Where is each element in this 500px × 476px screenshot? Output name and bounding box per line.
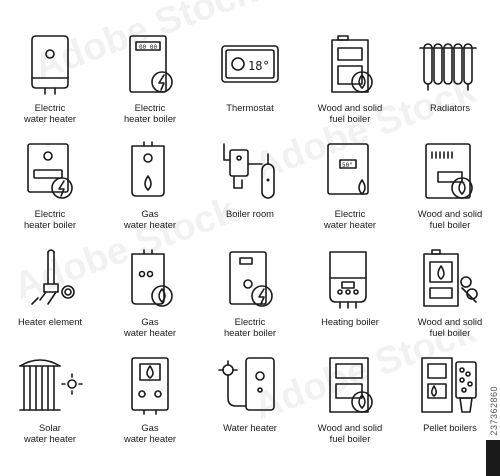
stock-id-text: 237362860 [489, 386, 499, 436]
icon-label: Wood and solid [417, 316, 483, 327]
icon-label: Gas [141, 316, 159, 327]
icon-label: Gas [141, 208, 159, 219]
water-heater-icon [218, 357, 275, 411]
heater-element-icon [31, 249, 75, 305]
icon-label: Boiler room [226, 208, 274, 219]
icon-label: Pellet boilers [423, 422, 477, 433]
solar-water-heater-icon [19, 359, 83, 411]
icon-label: Heater element [17, 316, 83, 327]
gas-water-heater-icon [131, 357, 169, 415]
icon-tile-radiators: Radiators [400, 30, 500, 144]
display-text: 18° [248, 59, 270, 73]
icon-label: Wood and solid [317, 102, 383, 113]
icon-label: heater boiler [123, 113, 177, 124]
stock-id-strip: 237362860 [486, 0, 500, 476]
electric-heater-boiler-icon [27, 143, 73, 199]
icon-label: Solar [39, 422, 61, 433]
icon-label: heater boiler [23, 219, 77, 230]
icon-label: Water heater [223, 422, 277, 433]
radiator-icon [419, 43, 477, 91]
icon-label: water heater [23, 433, 77, 444]
display-text: 50° [342, 162, 353, 169]
heating-boiler-icon [329, 251, 367, 309]
icon-label: water heater [323, 219, 377, 230]
electric-heater-boiler-icon [229, 251, 273, 307]
pellet-boiler-icon [421, 357, 477, 413]
icon-tile-pellet-boilers: Pellet boilers [400, 350, 500, 464]
icon-label: Electric [34, 208, 66, 219]
icon-label: Wood and solid [417, 208, 483, 219]
icon-label: Electric [334, 208, 366, 219]
display-text: 00 00 [139, 44, 157, 51]
electric-heater-boiler-icon: 00 00 [129, 35, 173, 93]
icon-label: Electric [34, 102, 66, 113]
wood-solid-fuel-boiler-icon [331, 35, 373, 93]
icon-label: fuel boiler [329, 113, 371, 124]
wood-solid-fuel-boiler-icon [425, 143, 473, 199]
icon-label: fuel boiler [429, 327, 471, 338]
icon-label: water heater [123, 433, 177, 444]
stock-logo [486, 440, 500, 476]
icon-label: water heater [23, 113, 77, 124]
icon-tile-thermostat: 18° Thermostat [200, 30, 300, 144]
icon-label: water heater [123, 219, 177, 230]
icon-label: Heating boiler [321, 316, 379, 327]
icon-label: Wood and solid [317, 422, 383, 433]
gas-water-heater-icon [131, 249, 173, 307]
icon-tile-heater-element: Heater element [0, 244, 100, 358]
electric-water-heater-icon [31, 35, 69, 95]
thermostat-icon: 18° [221, 45, 279, 83]
icon-label: fuel boiler [329, 433, 371, 444]
wood-solid-fuel-boiler-icon [329, 357, 373, 413]
icon-label: heater boiler [223, 327, 277, 338]
boiler-room-icon [223, 143, 275, 199]
icon-label: Electric [234, 316, 266, 327]
icon-label: Gas [141, 422, 159, 433]
icon-label: fuel boiler [429, 219, 471, 230]
icon-tile-water-heater: Water heater [200, 350, 300, 464]
wood-solid-fuel-boiler-icon [423, 249, 478, 307]
electric-water-heater-icon: 50° [327, 143, 369, 195]
gas-water-heater-icon [131, 141, 165, 197]
icon-label: water heater [123, 327, 177, 338]
icon-label: Thermostat [226, 102, 274, 113]
icon-tile-heating-boiler: Heating boiler [300, 244, 400, 358]
icon-tile-boiler-room: Boiler room [200, 136, 300, 250]
icon-label: Radiators [429, 102, 471, 113]
icon-label: Electric [134, 102, 166, 113]
